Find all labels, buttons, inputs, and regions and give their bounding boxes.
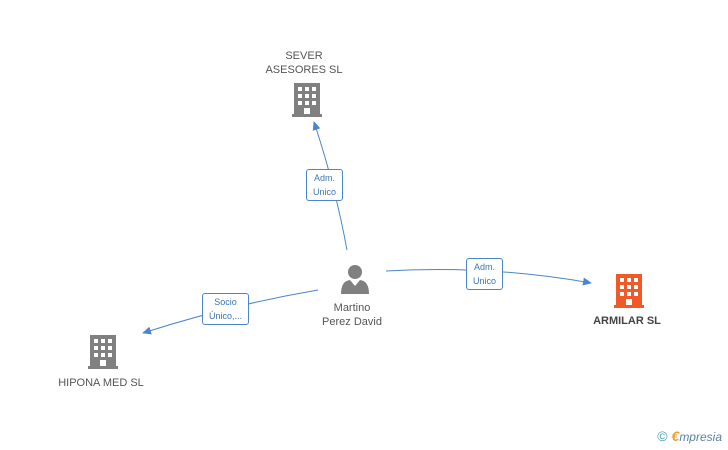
building-icon[interactable] xyxy=(614,274,644,308)
node-label-line: HIPONA MED SL xyxy=(58,377,144,389)
edge-label-line: Unico xyxy=(473,276,497,286)
node-label-hipona[interactable]: HIPONA MED SL xyxy=(46,376,156,390)
edge-label-to-sever[interactable]: Adm. Unico xyxy=(306,169,344,201)
person-icon[interactable] xyxy=(341,265,369,294)
edge-label-line: Socio xyxy=(214,297,237,307)
edge-label-to-hipona[interactable]: Socio Único,... xyxy=(202,293,250,325)
building-icon[interactable] xyxy=(88,335,118,369)
edge-label-line: Unico xyxy=(313,187,337,197)
node-label-line: ARMILAR SL xyxy=(593,315,661,327)
node-label-line: Martino xyxy=(333,302,371,314)
copyright-icon: © xyxy=(657,428,668,444)
node-label-line: ASESORES SL xyxy=(265,64,343,76)
edge-label-to-armilar[interactable]: Adm. Unico xyxy=(466,258,504,290)
node-label-armilar[interactable]: ARMILAR SL xyxy=(577,314,677,328)
node-label-person[interactable]: Martino Perez David xyxy=(302,301,402,329)
node-label-sever[interactable]: SEVER ASESORES SL xyxy=(254,49,354,77)
building-icon[interactable] xyxy=(292,83,322,117)
node-label-line: SEVER xyxy=(285,50,323,62)
brand-logo[interactable]: © €mpresia xyxy=(657,428,722,444)
brand-e-glyph: € xyxy=(671,428,680,444)
node-label-line: Perez David xyxy=(322,316,382,328)
brand-name: mpresia xyxy=(679,430,722,444)
edge-label-line: Adm. xyxy=(474,262,496,272)
edge-label-line: Único,... xyxy=(209,311,243,321)
edge-label-line: Adm. xyxy=(314,173,336,183)
